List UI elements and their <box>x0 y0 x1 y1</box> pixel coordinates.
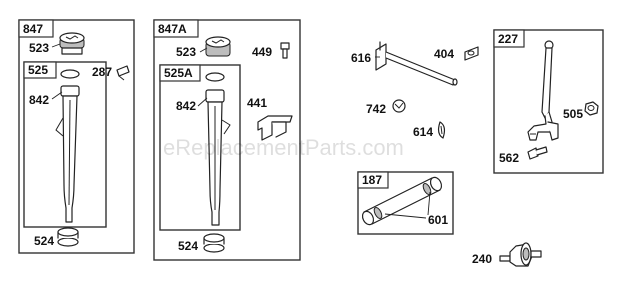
grommet-524-b <box>203 233 225 253</box>
group-847-header <box>18 19 54 38</box>
part-label-524-a: 524 <box>34 234 54 248</box>
subgroup-525a-label: 525A <box>164 66 193 80</box>
dipstick-cap-523-b <box>205 36 231 57</box>
subgroup-525-header <box>23 61 57 79</box>
group-847a-frame <box>153 19 301 261</box>
group-847-frame <box>18 19 135 254</box>
group-847-label: 847 <box>23 22 43 36</box>
part-label-404: 404 <box>434 47 454 61</box>
bolt-449 <box>280 42 290 59</box>
dipstick-cap-523 <box>59 32 85 55</box>
subgroup-525-label: 525 <box>28 63 48 77</box>
group-187-label: 187 <box>362 173 382 187</box>
part-label-614: 614 <box>413 125 433 139</box>
part-label-287: 287 <box>92 65 112 79</box>
screw-562 <box>527 146 548 160</box>
part-label-842-a: 842 <box>29 93 49 107</box>
part-label-601: 601 <box>428 213 448 227</box>
bracket-441 <box>257 115 293 141</box>
dipstick-tube <box>55 85 80 223</box>
lever-227 <box>527 40 559 141</box>
group-847a: 847A 525A <box>153 19 301 261</box>
part-label-449: 449 <box>252 45 272 59</box>
filter-240 <box>499 242 542 267</box>
tube-187 <box>361 176 443 226</box>
nut-505 <box>584 101 599 116</box>
group-187-frame <box>357 171 454 235</box>
part-label-240: 240 <box>472 252 492 266</box>
part-label-742: 742 <box>366 102 386 116</box>
group-847a-header <box>153 19 199 38</box>
part-label-524-b: 524 <box>178 239 198 253</box>
rod-616 <box>375 41 458 86</box>
dipstick-tube-b <box>205 89 231 226</box>
washer-404 <box>464 46 479 61</box>
group-847a-label: 847A <box>158 22 187 36</box>
subgroup-525-frame <box>23 61 107 228</box>
group-187: 187 601 <box>357 171 454 235</box>
part-label-441: 441 <box>247 96 267 110</box>
part-label-505: 505 <box>563 107 583 121</box>
group-187-header <box>357 171 389 189</box>
group-227-label: 227 <box>498 32 518 46</box>
screw-287 <box>116 65 130 81</box>
part-label-842-b: 842 <box>176 99 196 113</box>
part-label-562: 562 <box>499 151 519 165</box>
subgroup-525a-header <box>159 64 201 82</box>
group-227-frame <box>493 29 604 174</box>
o-ring-842 <box>60 69 80 79</box>
grommet-524-a <box>57 227 79 247</box>
part-label-616: 616 <box>351 51 371 65</box>
group-227-header <box>493 29 525 48</box>
pin-614 <box>437 121 446 139</box>
group-847: 847 525 52 <box>18 19 135 254</box>
clip-742 <box>392 99 406 113</box>
part-label-523-b: 523 <box>176 45 196 59</box>
group-227: 227 505 562 <box>493 29 604 174</box>
o-ring-842-b <box>205 72 225 82</box>
watermark-text: eReplacementParts.com <box>163 135 404 160</box>
part-label-523-a: 523 <box>29 41 49 55</box>
